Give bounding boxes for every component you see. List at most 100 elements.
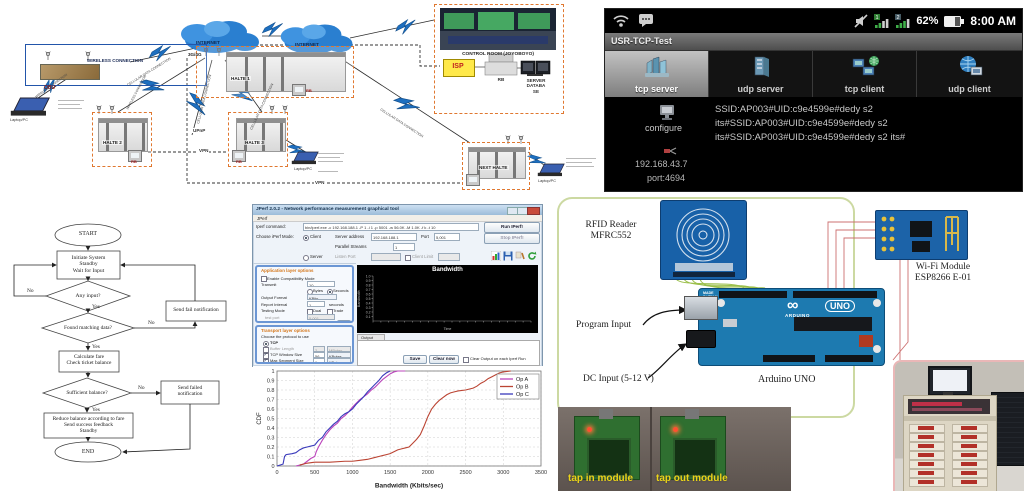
server-address-field[interactable]: 192.168.188.1: [371, 233, 417, 241]
server-radio-label[interactable]: Server: [310, 254, 323, 259]
tcp-server-icon: [645, 56, 669, 77]
halte1-rb-label: RB: [306, 88, 312, 93]
test-port-label: test port: [265, 314, 280, 320]
output-format-dropdown[interactable]: KBits: [307, 294, 337, 300]
client-limit-checkbox[interactable]: [405, 255, 411, 261]
max-segment-unit[interactable]: KBytes: [327, 357, 351, 362]
monitor: [928, 366, 972, 396]
internet2-label: INTERNET: [295, 43, 319, 48]
udp-server-icon: [754, 56, 769, 77]
parallel-streams-field[interactable]: 1: [393, 243, 415, 251]
upnp-label: UPnP: [192, 128, 207, 134]
fc-reduce: Reduce balance according to fare Send su…: [52, 416, 125, 435]
tab-tcp-server[interactable]: tcp server: [605, 51, 709, 97]
close-button[interactable]: [527, 207, 540, 215]
tab-tcp-client[interactable]: tcp client: [813, 51, 917, 97]
arduino-uno-text: UNO: [825, 300, 855, 313]
output-save-button[interactable]: Save: [403, 355, 427, 364]
jperf-chart-title: Bandwidth: [432, 267, 463, 273]
android-app-screenshot: 1 2 62% 8:00 AM USR-TCP-Test tcp server …: [604, 8, 1023, 192]
fc-no-2: No: [148, 320, 155, 326]
wifi-icon: [613, 15, 629, 27]
svg-text:1500: 1500: [384, 470, 396, 476]
transmit-field[interactable]: 10: [307, 281, 335, 287]
iperf-command-field[interactable]: bin/iperf.exe -c 192.168.188.1 -P 1 -i 1…: [303, 223, 479, 231]
fc-sufficient: Sufficient balance?: [66, 390, 108, 396]
server-rack-photo: [893, 360, 1024, 491]
representative-file-label: Representative File: [261, 320, 296, 323]
control-room-caption: CONTROL ROOM (JOYOBOYO): [462, 52, 534, 57]
svg-text:1000: 1000: [346, 470, 358, 476]
svg-text:0.8: 0.8: [267, 388, 275, 394]
configure-icon[interactable]: [657, 103, 677, 121]
compat-checkbox[interactable]: [261, 276, 267, 282]
max-segment-checkbox[interactable]: [263, 358, 269, 362]
log-line-3: its#SSID:AP003#UID:c9e4599e#dedy s2 its#: [715, 132, 906, 143]
jperf-menu[interactable]: JPerf: [257, 216, 268, 221]
svg-text:0.9: 0.9: [366, 279, 371, 283]
jperf-chart-axes: 0.10.20.30.40.50.60.70.80.91.0: [366, 275, 532, 323]
arduino-wiring-diagram: RFID Reader MFRC552 Wi-Fi Module ESP8266…: [548, 192, 1024, 424]
fc-no-3: No: [138, 385, 145, 391]
program-input-label: Program Input: [576, 320, 632, 330]
chart-icon[interactable]: [491, 251, 501, 261]
message-icon: [639, 14, 653, 27]
laptop-obu: [10, 97, 51, 117]
laptop-next-halte: [537, 163, 565, 177]
svg-text:0: 0: [271, 464, 274, 470]
browse-button[interactable]: ...: [337, 319, 351, 321]
esp-components: [881, 216, 959, 252]
output-clear-button[interactable]: Clear now: [429, 355, 459, 364]
run-iperf-button[interactable]: Run IPerf!: [484, 222, 540, 233]
control-room-photo: [440, 8, 556, 50]
clear-output-checkbox[interactable]: [463, 356, 469, 363]
svg-text:0.5: 0.5: [366, 297, 371, 301]
svg-text:0.8: 0.8: [366, 284, 371, 288]
refresh-icon[interactable]: [527, 251, 537, 261]
tcp-window-unit[interactable]: KBytes: [327, 351, 351, 358]
svg-text:0.4: 0.4: [267, 426, 275, 432]
jperf-window: JPerf 2.0.2 - Network performance measur…: [252, 204, 543, 367]
halte2-shelter-image: [98, 118, 148, 152]
tap-out-module-board: [660, 409, 726, 480]
signal-sim1-icon: 1: [874, 13, 889, 28]
iperf-command-label: Iperf command:: [256, 224, 286, 229]
configure-label[interactable]: configure: [645, 123, 683, 133]
max-segment-field[interactable]: 1: [313, 357, 325, 362]
laptop-halte3: [291, 151, 319, 165]
tcp-label: TCP: [270, 340, 278, 345]
clear-icon[interactable]: [515, 251, 525, 261]
arduino-board: MADE IN ITALY ∞ ARDUINO UNO: [698, 288, 885, 366]
mute-icon: [854, 14, 868, 28]
tab-udp-server[interactable]: udp server: [709, 51, 813, 97]
client-limit-field: [438, 253, 460, 261]
isp-label: ISP: [452, 63, 464, 70]
svg-text:0: 0: [275, 470, 278, 476]
stop-iperf-button[interactable]: Stop IPerf!: [484, 233, 540, 244]
svg-text:Bandwidth (Kbits/sec): Bandwidth (Kbits/sec): [375, 483, 443, 490]
usb-port: [684, 296, 718, 320]
trade-label: Trade: [333, 308, 344, 313]
save-icon[interactable]: [503, 251, 513, 261]
laptop2-label: Laptop/PC: [294, 167, 312, 171]
rfid-board: [660, 200, 747, 280]
halte2-rb-device: [128, 150, 142, 162]
client-radio-label[interactable]: Client: [310, 234, 321, 239]
listen-port-label: Listen Port: [335, 254, 356, 259]
report-interval-field[interactable]: 1: [307, 300, 325, 307]
svg-text:2000: 2000: [422, 470, 434, 476]
client-radio[interactable]: [303, 235, 309, 241]
port-field[interactable]: 5,001: [434, 233, 460, 241]
jperf-output-tab[interactable]: Output: [357, 334, 385, 341]
jperf-title-bar[interactable]: JPerf 2.0.2 - Network performance measur…: [253, 205, 542, 215]
laptop3-label: Laptop/PC: [538, 179, 556, 183]
tab-udp-client[interactable]: udp client: [917, 51, 1022, 97]
server-radio[interactable]: [303, 255, 309, 261]
tcp-window-field[interactable]: 56: [313, 351, 325, 358]
svg-text:1: 1: [271, 369, 274, 375]
tcp-radio[interactable]: [263, 340, 269, 347]
halte1-rb-device: [292, 84, 306, 96]
output-format-label: Output Format: [261, 295, 287, 300]
